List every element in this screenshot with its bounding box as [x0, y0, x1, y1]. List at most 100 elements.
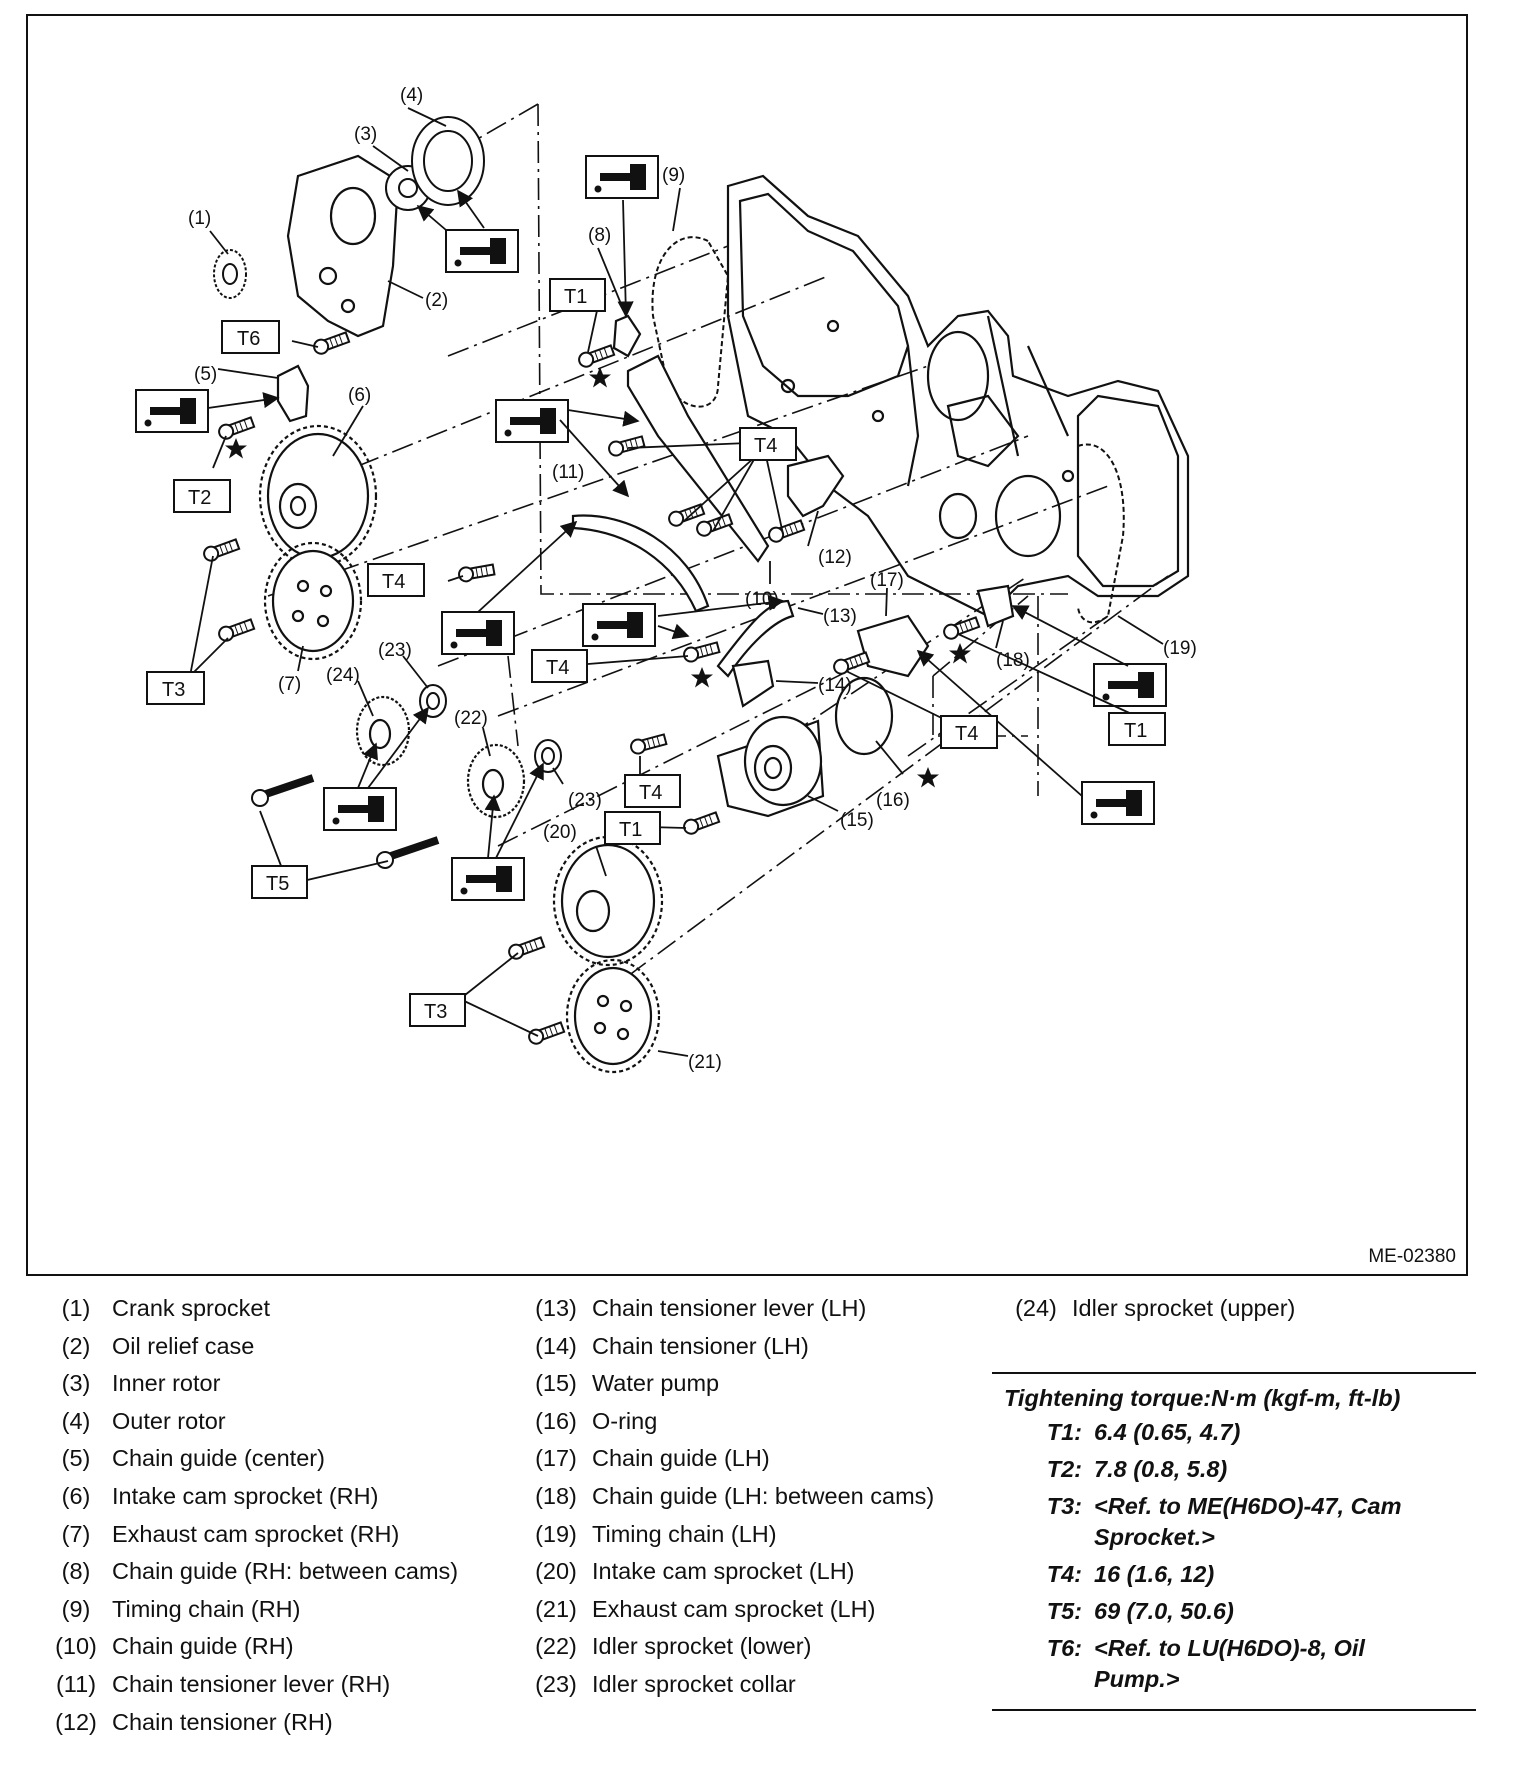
legend-item: (4)Outer rotor: [40, 1403, 458, 1441]
legend-item: (12)Chain tensioner (RH): [40, 1704, 458, 1742]
legend-item: (16)O-ring: [520, 1403, 934, 1441]
legend-item: (14)Chain tensioner (LH): [520, 1328, 934, 1366]
callout-23b: (23): [568, 790, 602, 811]
legend-item-name: Timing chain (LH): [592, 1520, 777, 1547]
legend-item: (10)Chain guide (RH): [40, 1628, 458, 1666]
legend-item: (24) Idler sprocket (upper): [1000, 1290, 1295, 1328]
legend-item-number: (22): [535, 1633, 577, 1660]
legend-item-name: Chain tensioner (LH): [592, 1332, 809, 1359]
legend-item-name: Chain tensioner lever (RH): [112, 1670, 391, 1697]
legend-item-number: (1): [61, 1295, 91, 1321]
legend-item: (23) Idler sprocket collar: [520, 1666, 934, 1704]
torque-value: 7.8 (0.8, 5.8): [1094, 1456, 1228, 1482]
legend-item-name: O-ring: [592, 1407, 658, 1434]
callout-10: (10): [745, 589, 779, 610]
callout-4: (4): [400, 85, 423, 106]
torque-value: <Ref. to LU(H6DO)-8, Oil Pump.>: [1094, 1635, 1365, 1692]
legend-item-number: (6): [61, 1482, 91, 1509]
torque-tag-t4-b: T4: [367, 563, 425, 597]
torque-tag-t1-b: T1: [1108, 712, 1166, 746]
timing-chains: [651, 236, 1125, 624]
callout-19: (19): [1163, 638, 1197, 659]
svg-text:T1: T1: [619, 819, 642, 841]
legend-item: (15) Water pump: [520, 1365, 934, 1403]
torque-key: T1:: [1046, 1419, 1082, 1445]
torque-tags: T1 T1 T1 T1 T2 T3 T3 T4 T4 T4 T4 T4 T4 T…: [146, 278, 1166, 1027]
legend-item: (21)Exhaust cam sprocket (LH): [520, 1591, 934, 1629]
torque-tag-t4-e: T4: [940, 715, 998, 749]
torque-key: T3:: [1046, 1493, 1082, 1519]
torque-key: T5:: [1046, 1598, 1082, 1624]
svg-text:T3: T3: [162, 679, 185, 701]
legend-item-name: Water pump: [592, 1370, 720, 1397]
callout-16: (16): [876, 790, 910, 811]
tightening-torque-table: Tightening torque:N·m (kgf-m, ft-lb) T1:…: [992, 1372, 1476, 1711]
callout-8: (8): [588, 225, 611, 246]
svg-text:T4: T4: [382, 571, 405, 593]
legend-item-name: Chain guide (LH): [592, 1445, 770, 1472]
assembly-lines: [267, 103, 1169, 977]
oil-relief-case: [286, 154, 400, 338]
torque-row: T5:69 (7.0, 50.6): [992, 1596, 1476, 1627]
legend-item-number: (18): [535, 1482, 577, 1509]
svg-text:T1: T1: [1124, 720, 1147, 742]
parts-legend-column-2: (13)Chain tensioner lever (LH)(14)Chain …: [520, 1290, 934, 1704]
legend-item-name: Idler sprocket collar: [592, 1670, 796, 1697]
legend-item-name: Timing chain (RH): [112, 1595, 301, 1622]
callout-3: (3): [354, 124, 377, 145]
callout-9: (9): [662, 165, 685, 186]
legend-item-number: (9): [61, 1595, 91, 1622]
torque-tag-t4-a: T4: [739, 427, 797, 461]
crank-sprocket: [213, 249, 247, 299]
svg-text:T4: T4: [754, 435, 777, 457]
legend-item: (17)Chain guide (LH): [520, 1440, 934, 1478]
svg-text:T5: T5: [266, 873, 289, 895]
legend-item-name: Chain guide (center): [112, 1445, 325, 1472]
legend-item-name: Chain tensioner (RH): [112, 1708, 333, 1735]
legend-item-name: Chain guide (RH: between cams): [112, 1558, 459, 1585]
legend-item-number: (24): [1015, 1295, 1057, 1321]
legend-item: (11)Chain tensioner lever (RH): [40, 1666, 458, 1704]
torque-value: 16 (1.6, 12): [1094, 1561, 1215, 1587]
legend-item-number: (20): [535, 1558, 577, 1585]
svg-text:T2: T2: [188, 487, 211, 509]
svg-text:T1: T1: [564, 286, 587, 308]
callout-15: (15): [840, 810, 874, 831]
svg-text:T4: T4: [639, 782, 662, 804]
legend-item-number: (15): [535, 1370, 577, 1397]
legend-item-name: Oil relief case: [112, 1332, 255, 1359]
callout-2: (2): [425, 290, 448, 311]
legend-item-number: (2): [61, 1332, 91, 1359]
svg-text:T4: T4: [546, 657, 569, 679]
part-callouts: (1) (2) (3) (4) (5) (6) (7) (8) (9) (10)…: [188, 85, 1197, 1073]
callout-24: (24): [326, 665, 360, 686]
legend-item: (19)Timing chain (LH): [520, 1516, 934, 1554]
legend-item-name: Crank sprocket: [112, 1295, 271, 1321]
legend-item-name: Exhaust cam sprocket (LH): [592, 1595, 876, 1622]
legend-item-number: (23): [535, 1670, 577, 1697]
legend-item: (5) Chain guide (center): [40, 1440, 458, 1478]
legend-item: (2) Oil relief case: [40, 1328, 458, 1366]
torque-tag-t6: T6: [221, 320, 280, 354]
legend-item-number: (3): [61, 1370, 91, 1397]
torque-tag-t2: T2: [173, 479, 231, 513]
torque-tag-t5: T5: [251, 865, 308, 899]
torque-tag-t4-d: T4: [624, 774, 681, 808]
legend-item-name: Idler sprocket (upper): [1072, 1295, 1296, 1321]
callout-1: (1): [188, 208, 211, 229]
legend-item-number: (10): [55, 1633, 97, 1660]
callout-6: (6): [348, 385, 371, 406]
sprockets: [258, 424, 664, 1074]
callout-17: (17): [870, 570, 904, 591]
legend-item-name: Exhaust cam sprocket (RH): [112, 1520, 400, 1547]
legend-item-number: (5): [61, 1445, 91, 1472]
legend-item: (8)Chain guide (RH: between cams): [40, 1553, 459, 1591]
outer-rotor: [411, 116, 485, 206]
parts-legend-column-3: (24) Idler sprocket (upper): [1000, 1290, 1295, 1328]
callout-21: (21): [688, 1052, 722, 1073]
torque-tag-t4-c: T4: [531, 649, 588, 683]
callout-11: (11): [552, 462, 584, 483]
exploded-diagram: (1) (2) (3) (4) (5) (6) (7) (8) (9) (10)…: [26, 14, 1468, 1276]
legend-item-name: Outer rotor: [112, 1407, 226, 1434]
torque-tag-t1-a: T1: [549, 278, 606, 312]
